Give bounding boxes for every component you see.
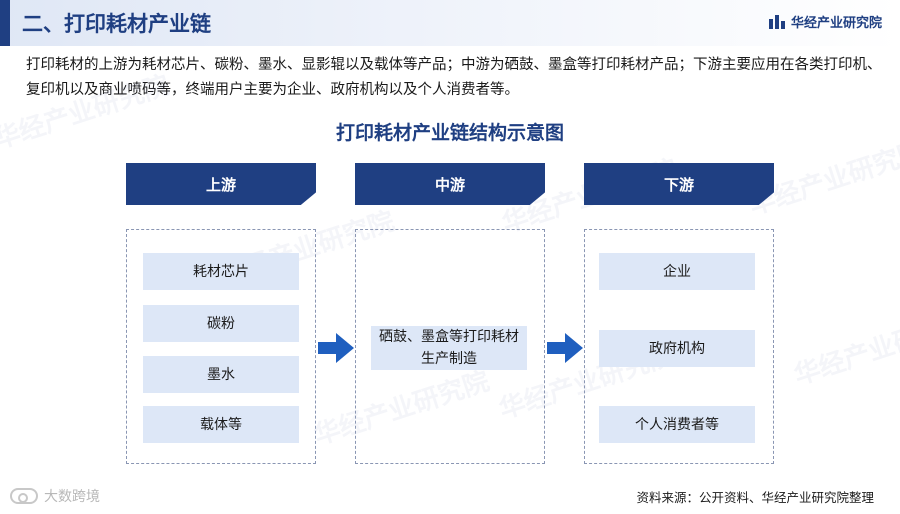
upstream-item: 耗材芯片 xyxy=(143,253,299,290)
stage-box-upstream xyxy=(126,229,316,464)
midstream-item: 硒鼓、墨盒等打印耗材生产制造 xyxy=(371,326,527,370)
stage-header-midstream: 中游 xyxy=(355,163,545,205)
upstream-item: 墨水 xyxy=(143,356,299,393)
downstream-item: 个人消费者等 xyxy=(599,406,755,443)
downstream-item: 政府机构 xyxy=(599,330,755,367)
arrow-right-icon xyxy=(318,333,354,363)
diagram-title: 打印耗材产业链结构示意图 xyxy=(335,122,564,144)
platform-watermark: 大数跨境 xyxy=(10,486,100,506)
upstream-item: 载体等 xyxy=(143,406,299,443)
brand-name: 华经产业研究院 xyxy=(790,16,882,31)
page-title: 二、打印耗材产业链 xyxy=(22,12,211,36)
stage-header-upstream: 上游 xyxy=(126,163,316,205)
brand: 华经产业研究院 xyxy=(768,12,882,31)
source-note: 资料来源：公开资料、华经产业研究院整理 xyxy=(636,490,874,505)
intro-text: 打印耗材的上游为耗材芯片、碳粉、墨水、显影辊以及载体等产品；中游为硒鼓、墨盒等打… xyxy=(26,57,882,98)
arrow-right-icon xyxy=(547,333,583,363)
stage-box-midstream xyxy=(355,229,545,464)
upstream-item: 碳粉 xyxy=(143,305,299,342)
stage-box-downstream xyxy=(584,229,774,464)
downstream-item: 企业 xyxy=(599,253,755,290)
header-banner: 二、打印耗材产业链 华经产业研究院 xyxy=(0,0,900,46)
header-accent-bar xyxy=(0,0,10,46)
platform-name: 大数跨境 xyxy=(44,489,100,505)
watermark: 华经产业研究院 xyxy=(790,306,900,392)
stage-header-downstream: 下游 xyxy=(584,163,774,205)
brand-logo-icon xyxy=(768,14,785,29)
platform-logo-icon xyxy=(10,488,38,504)
